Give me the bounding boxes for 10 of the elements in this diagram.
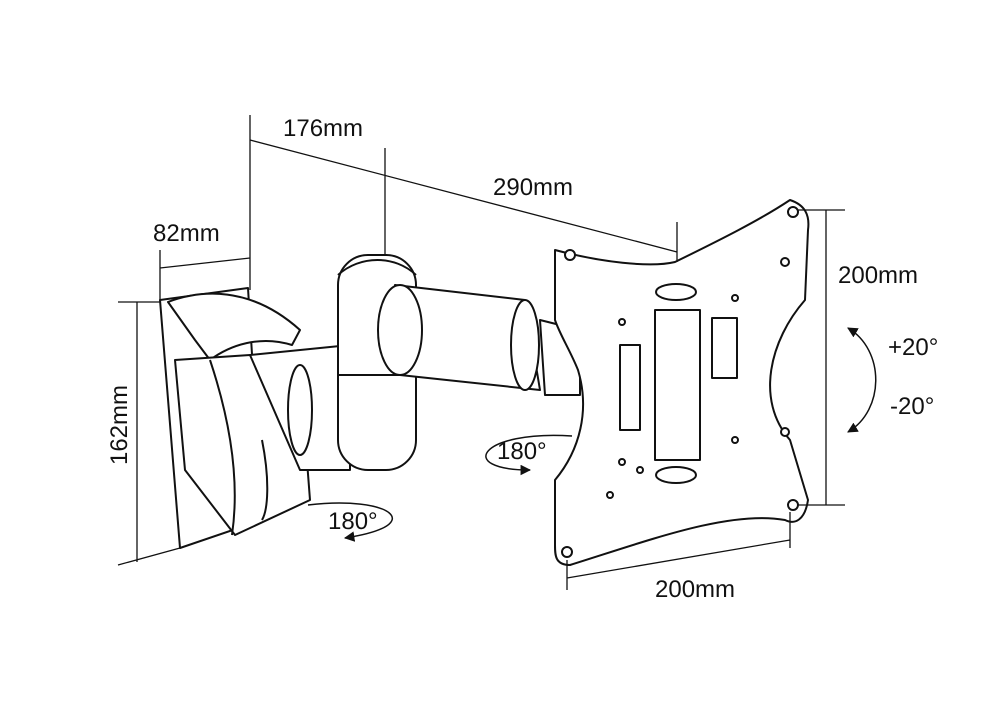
dimension-label: 200mm — [655, 578, 736, 602]
angle-label: +20° — [888, 336, 938, 360]
angle-label: 180° — [328, 510, 378, 534]
dimension-label: 200mm — [838, 264, 918, 288]
dimension-label: 82mm — [153, 222, 220, 246]
dimension-label: 290mm — [493, 176, 574, 200]
dimension-label: 162mm — [108, 384, 132, 466]
angle-label: 180° — [497, 440, 547, 464]
dimension-label: 176mm — [283, 117, 364, 141]
angle-label: -20° — [890, 395, 934, 419]
